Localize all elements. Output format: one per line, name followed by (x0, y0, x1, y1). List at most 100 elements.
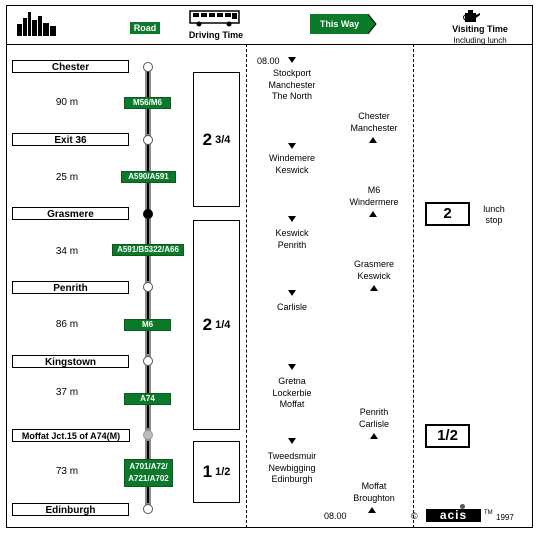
visiting-time-subheader: Including lunch (453, 36, 507, 45)
this-way-label: This Way (319, 19, 360, 29)
stop-group: Penrith Carlisle (334, 407, 414, 430)
city-skyline-icon (17, 12, 56, 36)
up-arrow-icon (368, 507, 376, 513)
visiting-time-box: 1/2 (425, 424, 470, 448)
road-badge: A701/A72/ A721/A702 (124, 459, 173, 487)
up-arrow-icon (369, 137, 377, 143)
road-badge: A590/A591 (121, 171, 176, 183)
town-label: Chester (12, 60, 129, 73)
lunch-note: lunch stop (474, 204, 514, 226)
town-label: Moffat Jct.15 of A74(M) (12, 429, 130, 442)
driving-time-header: Driving Time (188, 30, 244, 40)
leg-distance: 34 m (55, 246, 79, 257)
stop-name: Chester (358, 111, 390, 121)
town-label: Grasmere (12, 207, 129, 220)
up-arrow-icon (369, 211, 377, 217)
departure-time: 08.00 (257, 56, 280, 66)
driving-time-whole: 2 (202, 129, 213, 149)
road-badge: A74 (124, 393, 171, 405)
stop-name: M6 (367, 185, 381, 195)
stop-name: Moffat (361, 481, 387, 491)
visiting-time-header: Visiting Time (452, 24, 508, 34)
logo-dot (460, 504, 465, 509)
route-node (143, 282, 153, 292)
down-arrow-icon (288, 364, 296, 370)
up-arrow-icon (370, 433, 378, 439)
visiting-time-box: 2 (425, 202, 470, 226)
down-arrow-icon (288, 57, 296, 63)
stop-group: M6 Windermere (334, 185, 414, 208)
stop-group: Carlisle (252, 302, 332, 314)
stop-name: Newbigging (268, 462, 316, 473)
stop-name: Penrith (359, 407, 389, 417)
town-label: Edinburgh (12, 503, 129, 516)
road-badge: M6 (124, 319, 171, 331)
trademark: TM (484, 510, 493, 516)
stop-name: Lockerbie (272, 387, 312, 398)
town-label: Exit 36 (12, 133, 129, 146)
stop-name: The North (271, 91, 313, 101)
stop-name: Keswick (275, 228, 309, 238)
stop-name: Tweedsmuir (267, 451, 317, 461)
up-arrow-icon (370, 285, 378, 291)
lunch-note-line: stop (485, 215, 503, 225)
stop-group: Keswick Penrith (252, 228, 332, 251)
stop-name: Gretna (278, 376, 306, 386)
route-node (143, 504, 153, 514)
acis-logo: acis (426, 509, 481, 522)
stop-group: Stockport Manchester The North (252, 68, 332, 103)
header-divider (6, 44, 533, 45)
stop-group: Moffat Broughton (334, 481, 414, 504)
road-legend-badge: Road (130, 22, 160, 34)
road-badge-line: A721/A702 (128, 474, 169, 483)
stop-name: Stockport (272, 68, 312, 78)
town-label: Penrith (12, 281, 129, 294)
stop-name: Keswick (357, 270, 391, 281)
stop-group: Chester Manchester (334, 111, 414, 134)
down-arrow-icon (288, 438, 296, 444)
route-sheet-frame (6, 5, 533, 528)
route-node (143, 356, 153, 366)
stop-group: Grasmere Keswick (334, 259, 414, 282)
column-divider-right (413, 44, 414, 528)
teapot-icon (463, 10, 480, 22)
route-node (143, 62, 153, 72)
leg-distance: 37 m (55, 387, 79, 398)
stop-group: Tweedsmuir Newbigging Edinburgh (252, 451, 332, 486)
leg-distance: 73 m (55, 466, 79, 477)
leg-distance: 90 m (55, 97, 79, 108)
stop-name: Manchester (268, 79, 316, 90)
route-node (143, 430, 153, 440)
stop-name: Broughton (353, 492, 395, 503)
stop-name: Carlisle (358, 418, 389, 429)
down-arrow-icon (288, 290, 296, 296)
driving-time-fraction: 1/4 (215, 319, 231, 331)
stop-name: Edinburgh (271, 474, 313, 484)
driving-time-whole: 1 (202, 462, 213, 481)
lunch-note-line: lunch (483, 204, 505, 214)
stop-name: Grasmere (353, 259, 394, 269)
road-badge-line: A701/A72/ (129, 462, 168, 471)
road-badge: M56/M6 (124, 97, 171, 109)
coach-bus-icon (189, 10, 240, 27)
arrow-right-icon (310, 13, 377, 35)
stop-name: Windermere (349, 196, 399, 207)
copyright-symbol: © (411, 511, 418, 521)
down-arrow-icon (288, 143, 296, 149)
driving-time-fraction: 3/4 (215, 133, 231, 146)
stop-name: Penrith (277, 239, 307, 250)
down-arrow-icon (288, 216, 296, 222)
stop-name: Keswick (275, 164, 309, 175)
leg-distance: 25 m (55, 172, 79, 183)
route-node (143, 135, 153, 145)
column-divider-left (246, 44, 247, 528)
town-label: Kingstown (12, 355, 129, 368)
driving-time-fraction: 1/2 (215, 466, 231, 478)
stop-name: Carlisle (276, 302, 307, 312)
copyright-year: 1997 (496, 513, 514, 522)
stop-name: Moffat (279, 399, 305, 409)
road-badge: A591/B5322/A66 (112, 244, 184, 256)
